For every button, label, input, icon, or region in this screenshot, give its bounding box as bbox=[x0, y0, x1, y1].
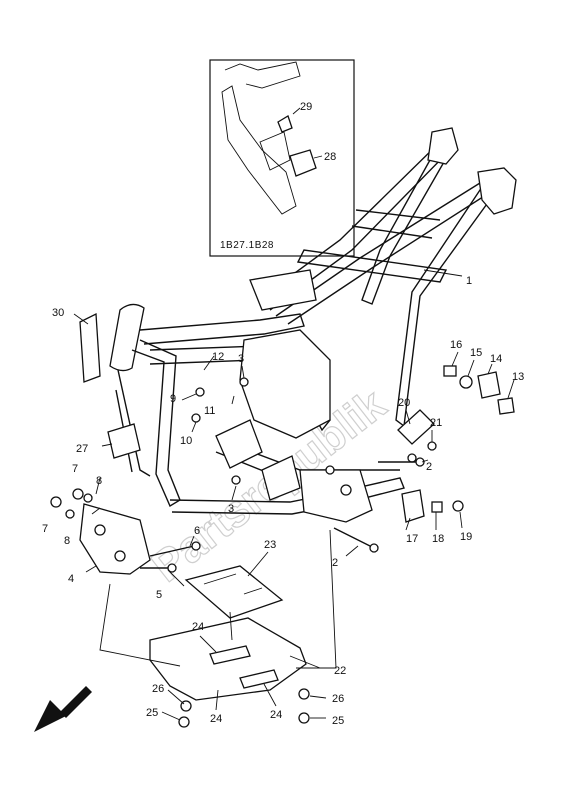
callout-15: 15 bbox=[470, 347, 482, 359]
part-30-pad bbox=[79, 312, 101, 383]
callout-6: 6 bbox=[194, 525, 200, 537]
callout-9: 9 bbox=[170, 393, 176, 405]
callout-4: 4 bbox=[68, 573, 74, 585]
part-23-plate bbox=[184, 565, 284, 619]
callout-26b: 26 bbox=[332, 693, 344, 705]
callout-24c: 24 bbox=[270, 709, 282, 721]
callout-16: 16 bbox=[450, 339, 462, 351]
bolts bbox=[50, 377, 425, 728]
part-4-bracket bbox=[79, 503, 151, 575]
callout-10: 10 bbox=[180, 435, 192, 447]
callout-13: 13 bbox=[512, 371, 524, 383]
callout-26a: 26 bbox=[152, 683, 164, 695]
callout-7a: 7 bbox=[72, 463, 78, 475]
part-24-pad-b bbox=[239, 669, 279, 689]
callout-12: 12 bbox=[212, 351, 224, 363]
callout-8a: 8 bbox=[96, 475, 102, 487]
main-frame bbox=[109, 127, 517, 523]
callout-2b: 2 bbox=[332, 557, 338, 569]
inset-code: 1B27.1B28 bbox=[220, 240, 274, 251]
callout-5: 5 bbox=[156, 589, 162, 601]
callout-11: 11 bbox=[204, 405, 215, 417]
callout-23: 23 bbox=[264, 539, 276, 551]
callout-1: 1 bbox=[466, 275, 472, 287]
callout-30: 30 bbox=[52, 307, 64, 319]
callout-18: 18 bbox=[432, 533, 444, 545]
callout-17: 17 bbox=[406, 533, 418, 545]
right-mount-parts bbox=[397, 365, 515, 523]
callout-3b: 3 bbox=[228, 503, 234, 515]
callout-25b: 25 bbox=[332, 715, 344, 727]
callout-19: 19 bbox=[460, 531, 472, 543]
callout-3a: 3 bbox=[238, 353, 244, 365]
callouts: 1 2 2 3 3 4 5 6 7 7 8 8 9 10 11 12 13 14… bbox=[42, 275, 524, 727]
callout-22: 22 bbox=[334, 665, 346, 677]
callout-28: 28 bbox=[324, 151, 336, 163]
callout-24b: 24 bbox=[210, 713, 222, 725]
callout-14: 14 bbox=[490, 353, 502, 365]
callout-24a: 24 bbox=[192, 621, 204, 633]
callout-21: 21 bbox=[430, 417, 442, 429]
inset-detail: 29 28 1B27.1B28 bbox=[209, 59, 355, 257]
leader-lines bbox=[73, 269, 515, 721]
callout-25a: 25 bbox=[146, 707, 158, 719]
part-27-cover bbox=[107, 423, 141, 459]
callout-27: 27 bbox=[76, 443, 88, 455]
callout-29: 29 bbox=[300, 101, 312, 113]
callout-8b: 8 bbox=[64, 535, 70, 547]
callout-20: 20 bbox=[398, 397, 410, 409]
callout-2a: 2 bbox=[426, 461, 432, 473]
callout-7b: 7 bbox=[42, 523, 48, 535]
arrow-down-left-icon bbox=[34, 686, 92, 732]
part-24-pad-a bbox=[209, 645, 251, 665]
